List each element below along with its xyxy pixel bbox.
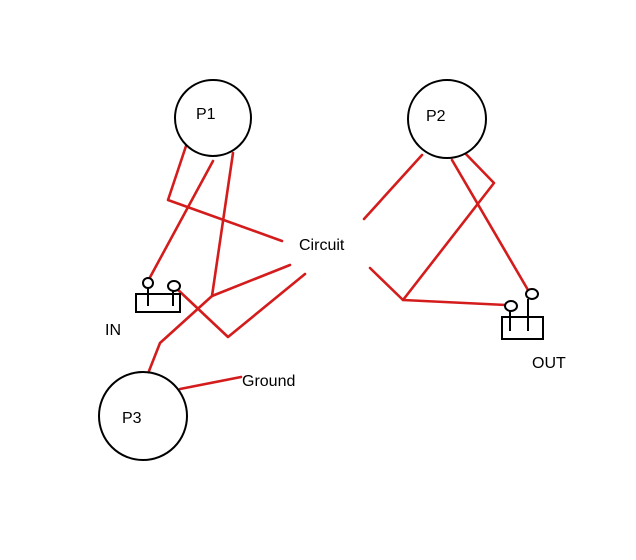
pot-p1-label: P1 (196, 106, 216, 123)
wire-p2-to-junction (401, 148, 496, 302)
pot-p2: P2 (407, 79, 487, 159)
in-jack-lug-left (142, 277, 154, 289)
ground-label: Ground (242, 373, 295, 390)
out-jack-body (501, 316, 544, 340)
wire-p1-to-junction (210, 151, 292, 298)
out-jack-lug-left (504, 300, 518, 312)
wire-p1-to-circuit (166, 144, 284, 243)
pot-p2-circle (407, 79, 487, 159)
pot-p2-label: P2 (426, 108, 446, 125)
wire-p2-to-circuit (362, 153, 424, 221)
pot-p3-circle (98, 371, 188, 461)
out-jack-label: OUT (532, 355, 566, 372)
pot-p3-label: P3 (122, 410, 142, 427)
wire-p1-to-in-left (146, 159, 215, 283)
wire-in-to-circuit (174, 272, 307, 339)
wire-circuit-to-out-left (368, 266, 508, 307)
pot-p1-circle (174, 79, 252, 157)
out-jack-lug-right (525, 288, 539, 300)
wire-junction-to-p3 (147, 294, 214, 373)
in-jack-label: IN (105, 322, 121, 339)
wire-p3-to-ground (178, 375, 243, 391)
wires (146, 144, 530, 391)
in-jack: IN (105, 277, 181, 339)
in-jack-lug-right (167, 280, 181, 292)
out-jack: OUT (501, 288, 566, 372)
in-jack-body (135, 293, 181, 313)
wire-p2-to-out-right (450, 158, 530, 292)
pot-p1: P1 (174, 79, 252, 157)
circuit-label: Circuit (299, 237, 345, 254)
pot-p3: P3 (98, 371, 188, 461)
